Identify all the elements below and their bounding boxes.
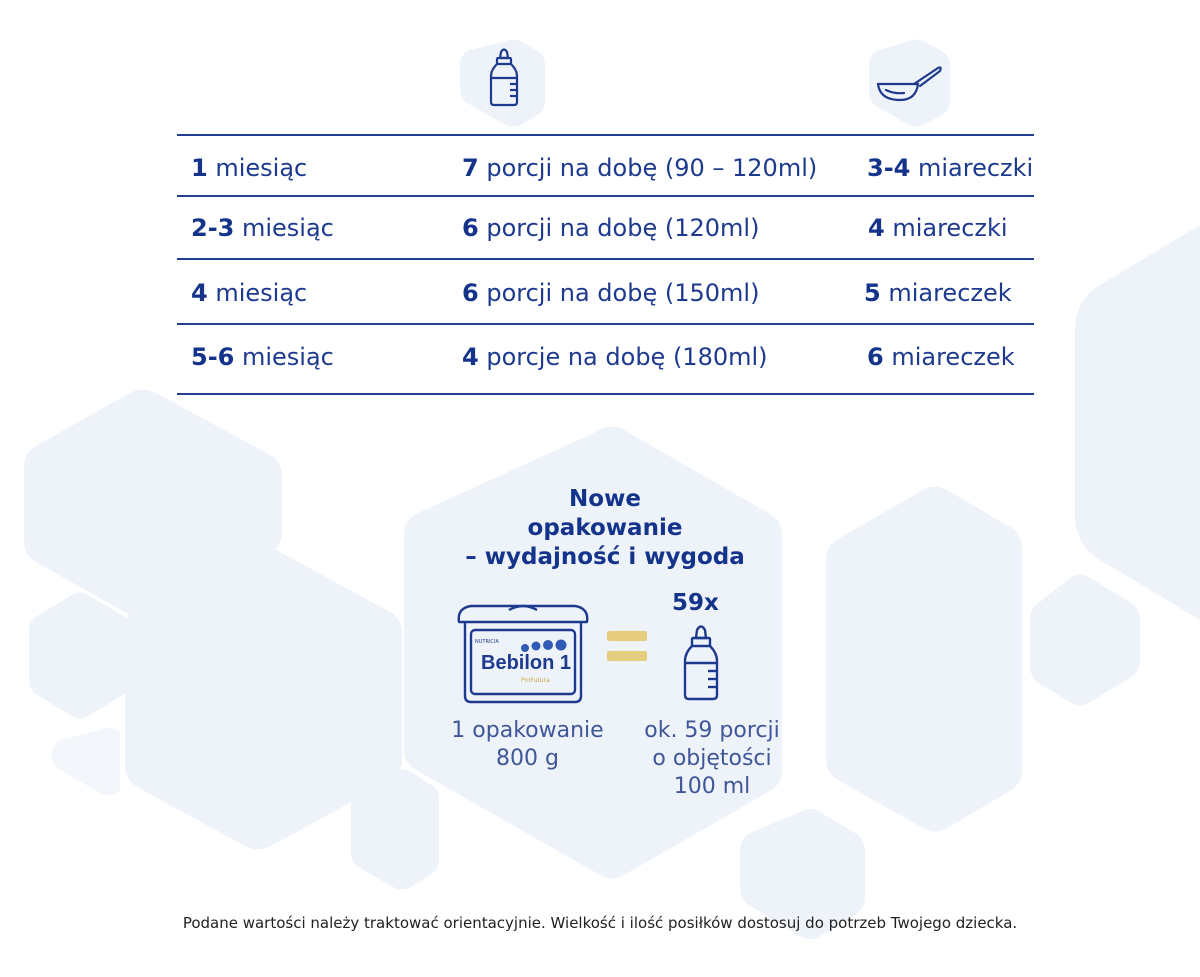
brand-sublabel: ProFutura <box>521 677 550 684</box>
equals-icon <box>607 651 647 661</box>
scoop-cell: 4 miareczki <box>868 214 1008 242</box>
age-cell: 1 miesiąc <box>191 154 308 182</box>
caption-line: 100 ml <box>673 774 751 799</box>
table-row: 4 miesiąc 6 porcji na dobę (150ml) 5 mia… <box>0 278 1200 318</box>
promo-title-line: – wydajność i wygoda <box>465 544 745 570</box>
scoop-cell: 5 miareczek <box>864 279 1012 307</box>
table-top-rule <box>177 134 1034 136</box>
table-divider <box>177 258 1034 260</box>
portion-cell: 4 porcje na dobę (180ml) <box>462 343 768 371</box>
promo-title-line: opakowanie <box>527 515 683 541</box>
portion-cell: 6 porcji na dobę (150ml) <box>462 279 760 307</box>
table-bottom-rule <box>177 393 1034 395</box>
portion-count: 59x <box>672 590 719 616</box>
age-cell: 5-6 miesiąc <box>191 343 334 371</box>
table-row: 1 miesiąc 7 porcji na dobę (90 – 120ml) … <box>0 153 1200 193</box>
portion-cell: 6 porcji na dobę (120ml) <box>462 214 760 242</box>
formula-tin-icon: NUTRICIA Bebilon 1 ProFutura <box>453 598 593 708</box>
promo-title-line: Nowe <box>569 486 641 512</box>
caption-line: 800 g <box>496 746 559 771</box>
caption-line: o objętości <box>652 746 772 771</box>
brand-label: Bebilon 1 <box>481 652 572 674</box>
table-divider <box>177 323 1034 325</box>
age-cell: 4 miesiąc <box>191 279 308 307</box>
scoop-cell: 3-4 miareczki <box>867 154 1034 182</box>
svg-text:NUTRICIA: NUTRICIA <box>475 639 499 645</box>
scoop-cell: 6 miareczek <box>867 343 1015 371</box>
table-divider <box>177 195 1034 197</box>
bottle-icon <box>486 46 522 108</box>
equals-icon <box>607 631 647 641</box>
table-row: 5-6 miesiąc 4 porcje na dobę (180ml) 6 m… <box>0 342 1200 382</box>
footnote: Podane wartości należy traktować orienta… <box>182 914 1018 932</box>
portions-caption: ok. 59 porcji o objętości 100 ml <box>612 717 812 801</box>
age-cell: 2-3 miesiąc <box>191 214 334 242</box>
caption-line: 1 opakowanie <box>451 718 604 743</box>
caption-line: ok. 59 porcji <box>644 718 780 743</box>
package-caption: 1 opakowanie 800 g <box>430 717 625 773</box>
promo-title: Nowe opakowanie – wydajność i wygoda <box>430 485 780 572</box>
portion-cell: 7 porcji na dobę (90 – 120ml) <box>462 154 818 182</box>
scoop-icon <box>874 60 946 108</box>
bottle-icon <box>680 622 722 702</box>
table-row: 2-3 miesiąc 6 porcji na dobę (120ml) 4 m… <box>0 213 1200 253</box>
